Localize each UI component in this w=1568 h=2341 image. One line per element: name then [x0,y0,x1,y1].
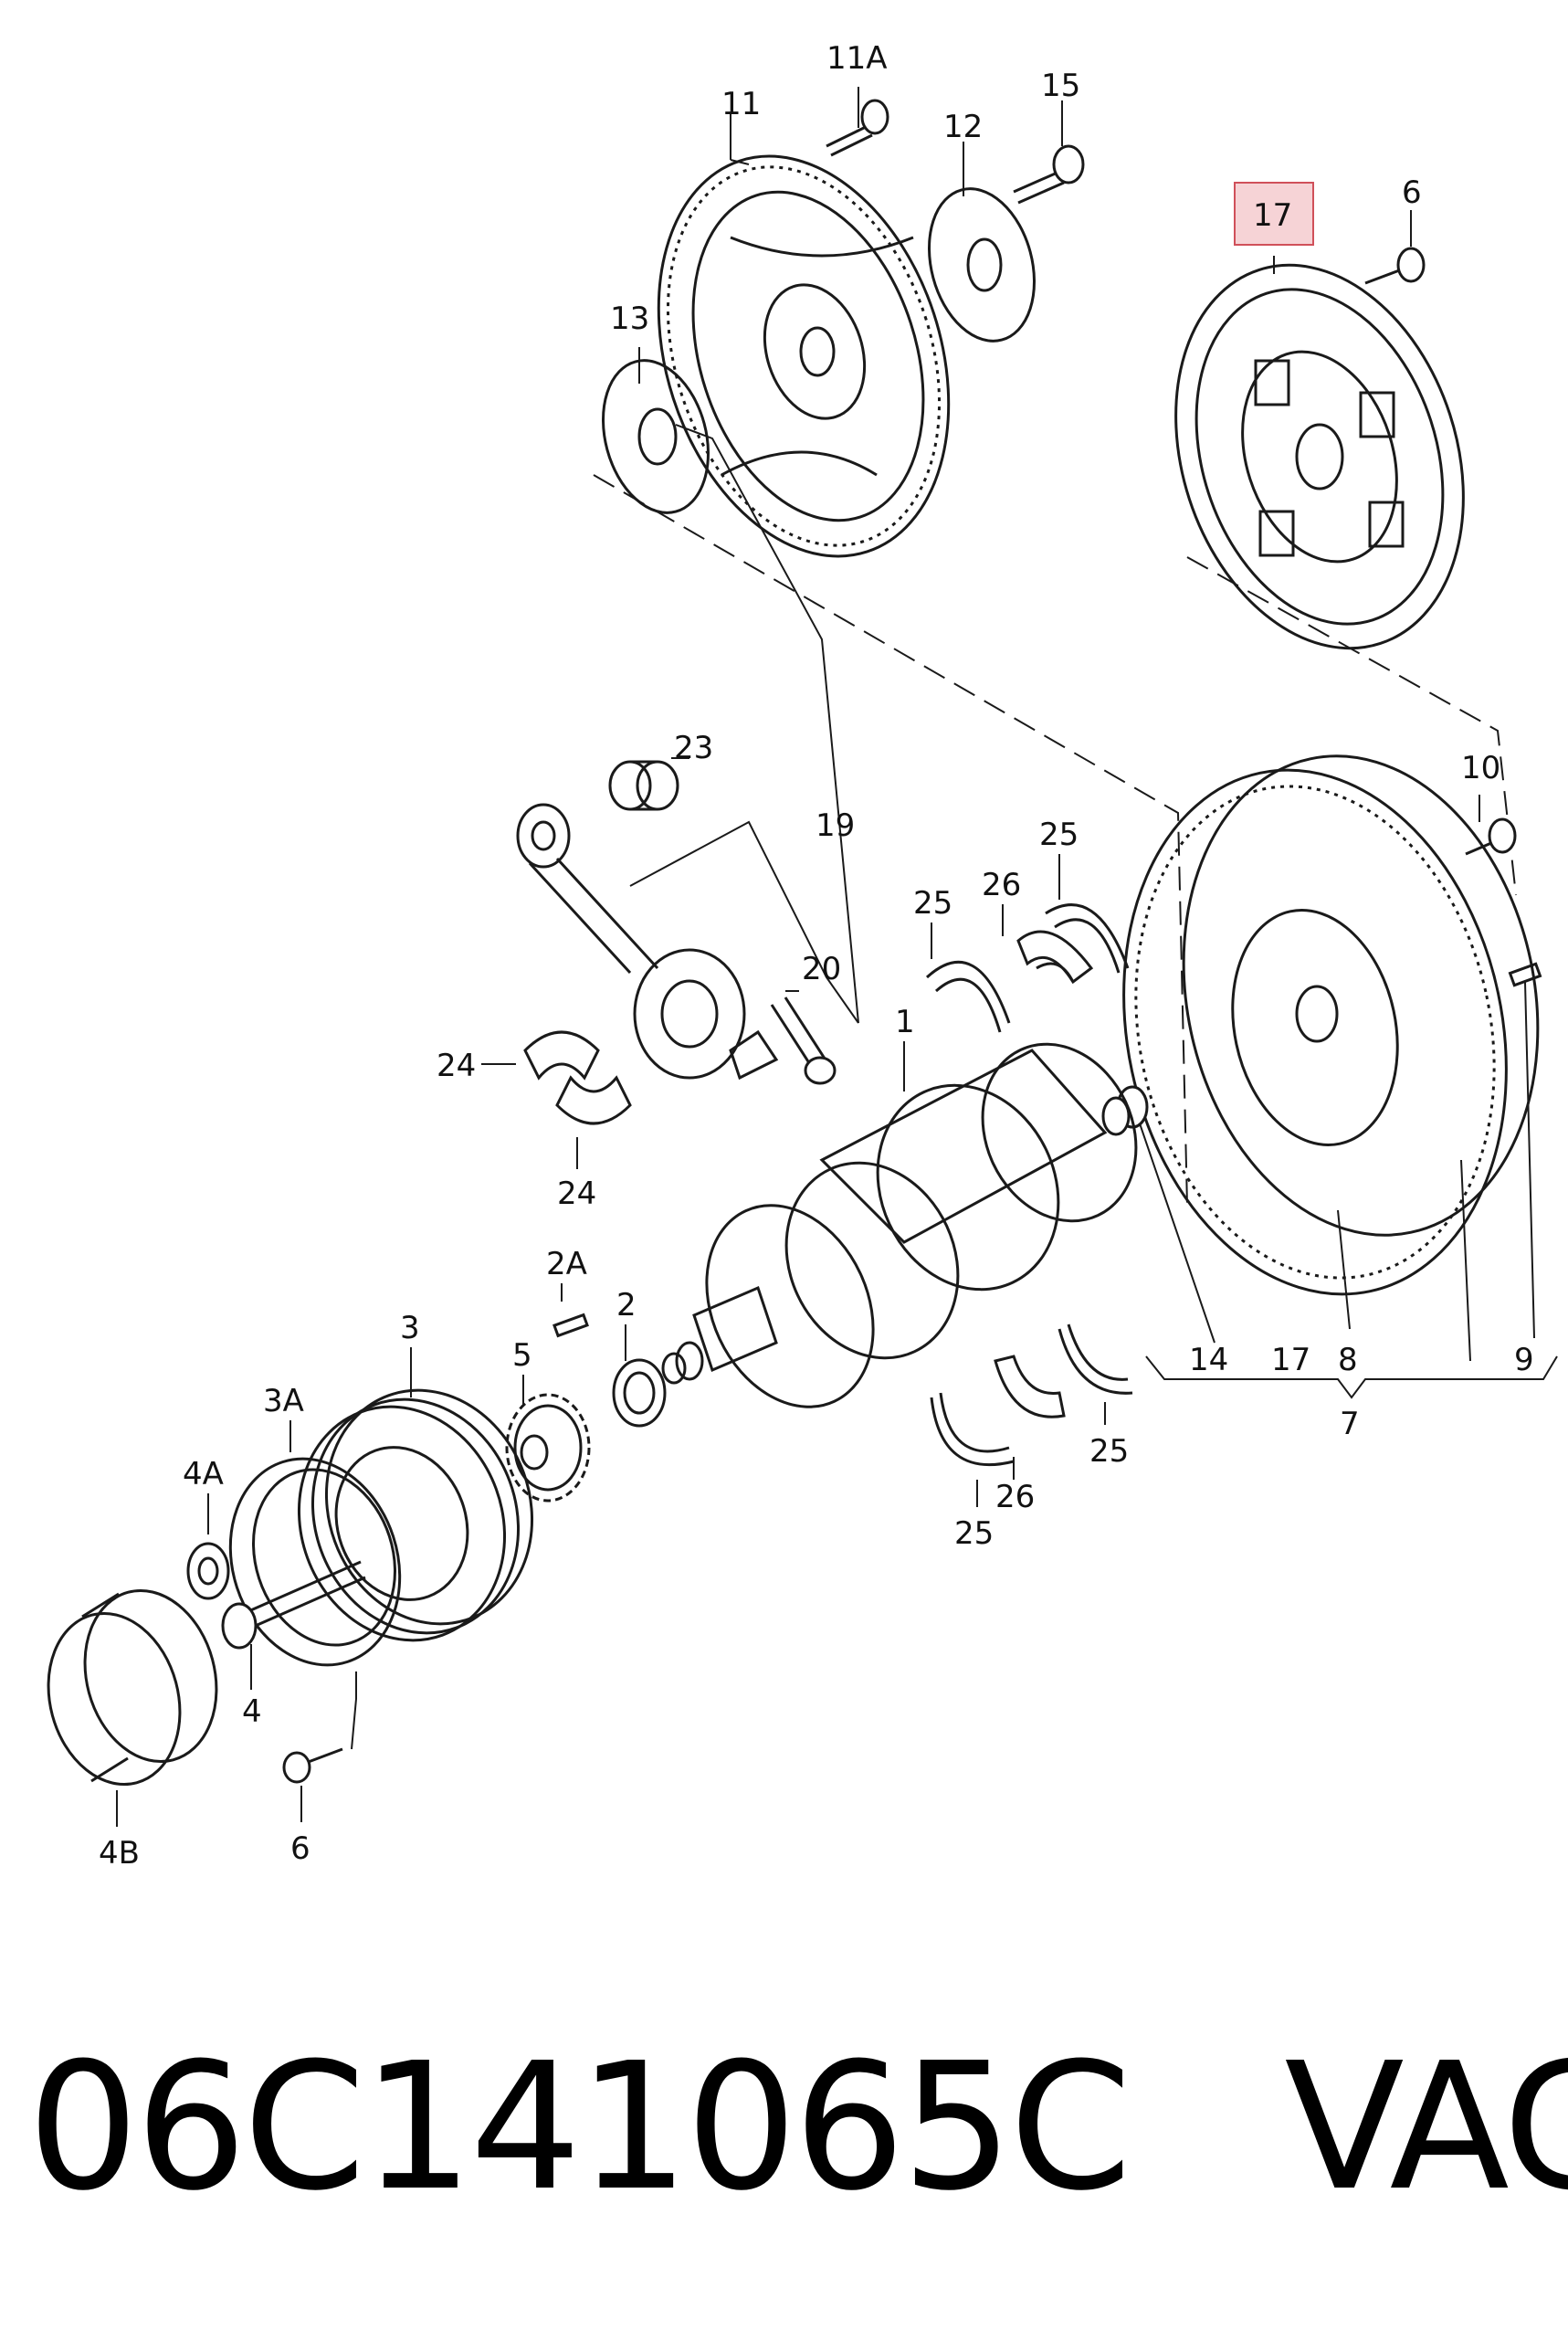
bolt-6-bottom [282,1747,343,1784]
bushing-23 [608,760,679,811]
label-25-a: 25 [1039,817,1079,853]
label-25-c: 25 [1089,1433,1129,1470]
crankshaft [661,1042,1138,1408]
washer-4A [186,1542,230,1600]
label-17-top: 17 [1253,197,1292,234]
label-6-top: 6 [1402,174,1422,211]
label-2: 2 [616,1287,637,1323]
label-6-bottom: 6 [290,1830,310,1867]
label-3: 3 [400,1310,420,1346]
label-8: 8 [1338,1342,1358,1378]
bolt-11A [826,99,889,157]
label-24-a: 24 [437,1048,476,1084]
bolt-6-top [1364,247,1426,285]
label-17-bottom: 17 [1271,1342,1310,1378]
brand-name: VAG [1284,2026,1568,2230]
label-14: 14 [1189,1342,1228,1378]
label-26-a: 26 [982,867,1021,903]
label-1: 1 [895,1004,915,1040]
dowel-pin-9 [1508,962,1542,987]
label-11A: 11A [826,40,888,77]
label-12: 12 [943,109,983,145]
label-26-b: 26 [995,1479,1035,1515]
highlight-box [1234,182,1314,246]
part-number-caption: 06C141065C VAG [27,2023,1568,2233]
label-11: 11 [721,86,761,122]
label-20: 20 [802,951,841,987]
pulley-3 [297,1388,534,1642]
label-2A: 2A [546,1246,587,1282]
bolt-15 [1013,144,1085,205]
label-7: 7 [1340,1406,1360,1442]
cover-4B [47,1588,218,1787]
bearing-shells-lower [930,1323,1133,1467]
part-number: 06C141065C [27,2026,1131,2230]
rod-bolt-20 [770,997,837,1085]
label-10: 10 [1461,750,1500,786]
label-4A: 4A [183,1456,224,1492]
label-25-b: 25 [913,885,952,922]
sprocket-2 [612,1358,667,1428]
bearing-shells-24 [523,1030,632,1125]
flexplate-ring-gear [657,154,951,558]
dual-mass-flywheel [1122,754,1540,1296]
label-19: 19 [816,807,855,844]
label-9: 9 [1514,1342,1534,1378]
spacer-plate-13 [601,359,710,514]
leader-lines [116,87,1558,1827]
label-24-b: 24 [557,1176,596,1212]
reinforcement-plate-12 [927,187,1037,343]
connecting-rod [516,803,779,1081]
vibration-damper-3A [228,1457,402,1667]
pilot-bearing-14 [1101,1085,1149,1136]
bearing-shells-upper [925,903,1130,1033]
label-13: 13 [610,301,649,337]
label-5: 5 [512,1337,532,1374]
label-23: 23 [674,730,713,766]
clutch-disc [1174,263,1465,650]
label-25-d: 25 [954,1515,994,1552]
key-2A [552,1313,589,1338]
label-4: 4 [242,1693,262,1730]
callout-labels: 11A 11 15 12 13 17 6 23 19 10 25 26 25 2… [99,40,1534,1872]
central-bolt-4 [221,1560,366,1650]
toothed-gear-5 [505,1393,591,1503]
label-4B: 4B [99,1835,140,1872]
label-3A: 3A [263,1383,304,1419]
bolt-10 [1465,817,1517,856]
label-15: 15 [1041,68,1080,104]
